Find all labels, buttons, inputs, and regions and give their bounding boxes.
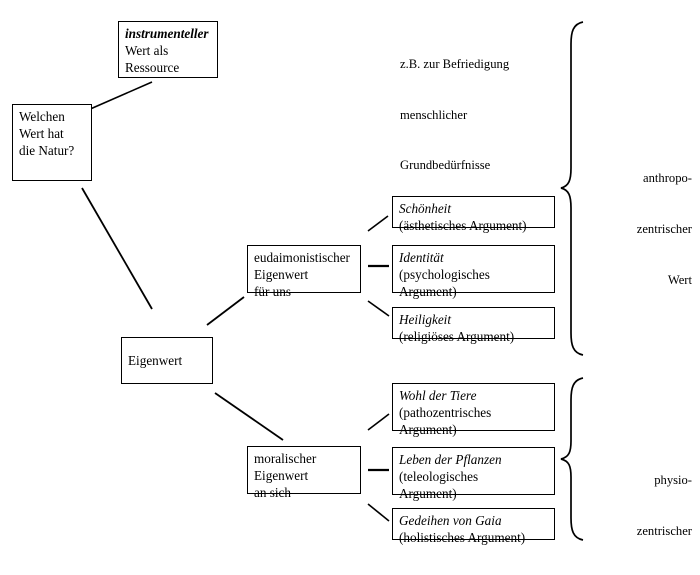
edge-moralisch-to-wohl-der-tiere: [367, 413, 390, 431]
annotation-line-3: Grundbedürfnisse: [400, 157, 491, 172]
schoenheit-title: Schönheit: [399, 201, 452, 216]
edge-eigenwert-to-eudaimonistisch: [206, 296, 245, 326]
annotation-line-2: menschlicher: [400, 107, 468, 122]
gedeihen-von-gaia-line-1: (holistisches Argument): [399, 530, 526, 546]
heiligkeit-line-1: (religiöses Argument): [399, 329, 515, 345]
anthropozentrisch-line-3: Wert: [667, 273, 692, 287]
instrumental-line-3: Ressource: [125, 60, 180, 76]
edge-eudaimonistisch-to-heiligkeit: [367, 300, 390, 317]
annotation-line-1: z.B. zur Befriedigung: [400, 57, 510, 72]
leben-der-pflanzen-title: Leben der Pflanzen: [399, 452, 502, 467]
node-eudaimonistischer-eigenwert[interactable]: eudaimonistischer Eigenwert für uns: [247, 245, 361, 299]
instrumental-line-1: instrumenteller: [125, 26, 209, 41]
node-root-question[interactable]: Welchen Wert hat die Natur?: [12, 104, 92, 181]
instrumental-line-2: Wert als: [125, 43, 169, 59]
physiozentrisch-line-2: zentrischer: [636, 524, 692, 538]
moralisch-line-3: an sich: [254, 485, 291, 501]
root-line-1: Welchen: [19, 109, 65, 124]
anthropozentrisch-line-2: zentrischer: [636, 222, 692, 236]
anthropozentrisch-line-1: anthropo-: [643, 171, 692, 185]
schoenheit-line-1: (ästhetisches Argument): [399, 218, 527, 234]
node-instrumenteller-wert[interactable]: instrumenteller Wert als Ressource: [118, 21, 218, 78]
identitaet-line-2: Argument): [399, 284, 457, 300]
eudaimonistisch-line-2: Eigenwert: [254, 267, 309, 283]
gedeihen-von-gaia-title: Gedeihen von Gaia: [399, 513, 502, 528]
edge-moralisch-to-gedeihen-von-gaia: [367, 503, 390, 522]
eudaimonistisch-line-3: für uns: [254, 284, 291, 300]
edge-root-to-instrumental: [87, 81, 153, 111]
wohl-der-tiere-title: Wohl der Tiere: [399, 388, 477, 403]
eudaimonistisch-line-1: eudaimonistischer: [254, 250, 350, 265]
heiligkeit-title: Heiligkeit: [399, 312, 451, 327]
argument-heiligkeit[interactable]: Heiligkeit (religiöses Argument): [392, 307, 555, 344]
leben-der-pflanzen-line-2: Argument): [399, 486, 457, 502]
identitaet-line-1: (psychologisches: [399, 267, 490, 283]
argument-identitaet[interactable]: Identität (psychologisches Argument): [392, 245, 555, 299]
argument-wohl-der-tiere[interactable]: Wohl der Tiere (pathozentrisches Argumen…: [392, 383, 555, 437]
argument-gedeihen-von-gaia[interactable]: Gedeihen von Gaia (holistisches Argument…: [392, 508, 555, 545]
node-eigenwert[interactable]: Eigenwert: [121, 337, 213, 384]
brace-label-physiozentrischer-wert: physio- zentrischer Wert: [610, 438, 692, 575]
argument-leben-der-pflanzen[interactable]: Leben der Pflanzen (teleologisches Argum…: [392, 447, 555, 501]
brace-label-anthropozentrischer-wert: anthropo- zentrischer Wert: [610, 136, 692, 323]
annotation-instrumental-example: z.B. zur Befriedigung menschlicher Grund…: [400, 23, 509, 207]
edge-eigenwert-to-moralisch: [214, 392, 284, 441]
edge-root-to-eigenwert: [81, 187, 153, 310]
brace-physiozentrisch: [560, 377, 584, 541]
wohl-der-tiere-line-1: (pathozentrisches: [399, 405, 492, 421]
moralisch-line-1: moralischer: [254, 451, 317, 466]
root-line-3: die Natur?: [19, 143, 75, 159]
physiozentrisch-line-1: physio-: [654, 473, 692, 487]
moralisch-line-2: Eigenwert: [254, 468, 309, 484]
eigenwert-line-1: Eigenwert: [128, 352, 183, 368]
node-moralischer-eigenwert[interactable]: moralischer Eigenwert an sich: [247, 446, 361, 500]
root-line-2: Wert hat: [19, 126, 64, 142]
leben-der-pflanzen-line-1: (teleologisches: [399, 469, 479, 485]
identitaet-title: Identität: [399, 250, 444, 265]
edge-eudaimonistisch-to-schoenheit: [367, 215, 389, 232]
argument-schoenheit[interactable]: Schönheit (ästhetisches Argument): [392, 196, 555, 233]
wohl-der-tiere-line-2: Argument): [399, 422, 457, 438]
brace-anthropozentrisch: [560, 21, 584, 356]
